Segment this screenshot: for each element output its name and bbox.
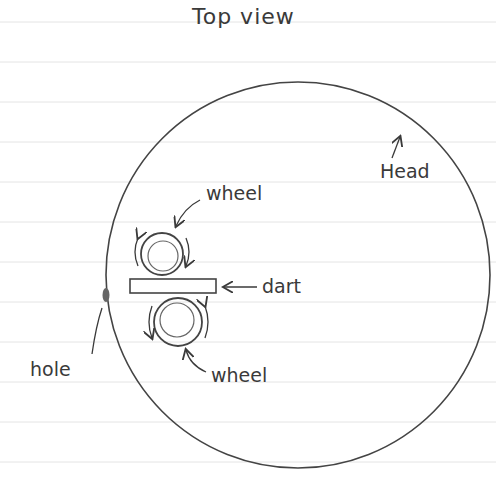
part-label: hole bbox=[30, 358, 71, 381]
leader-lines bbox=[92, 137, 400, 372]
part-label: dart bbox=[262, 275, 301, 298]
wheel-top bbox=[141, 233, 183, 275]
head-outline bbox=[106, 82, 490, 468]
hole bbox=[103, 288, 110, 302]
rotation-marks bbox=[135, 238, 208, 338]
wheel-bottom bbox=[154, 298, 202, 346]
part-label: wheel bbox=[211, 364, 267, 387]
part-label: Head bbox=[380, 160, 430, 183]
page-title: Top view bbox=[192, 4, 295, 30]
part-label: wheel bbox=[206, 182, 262, 205]
dart bbox=[130, 279, 216, 293]
